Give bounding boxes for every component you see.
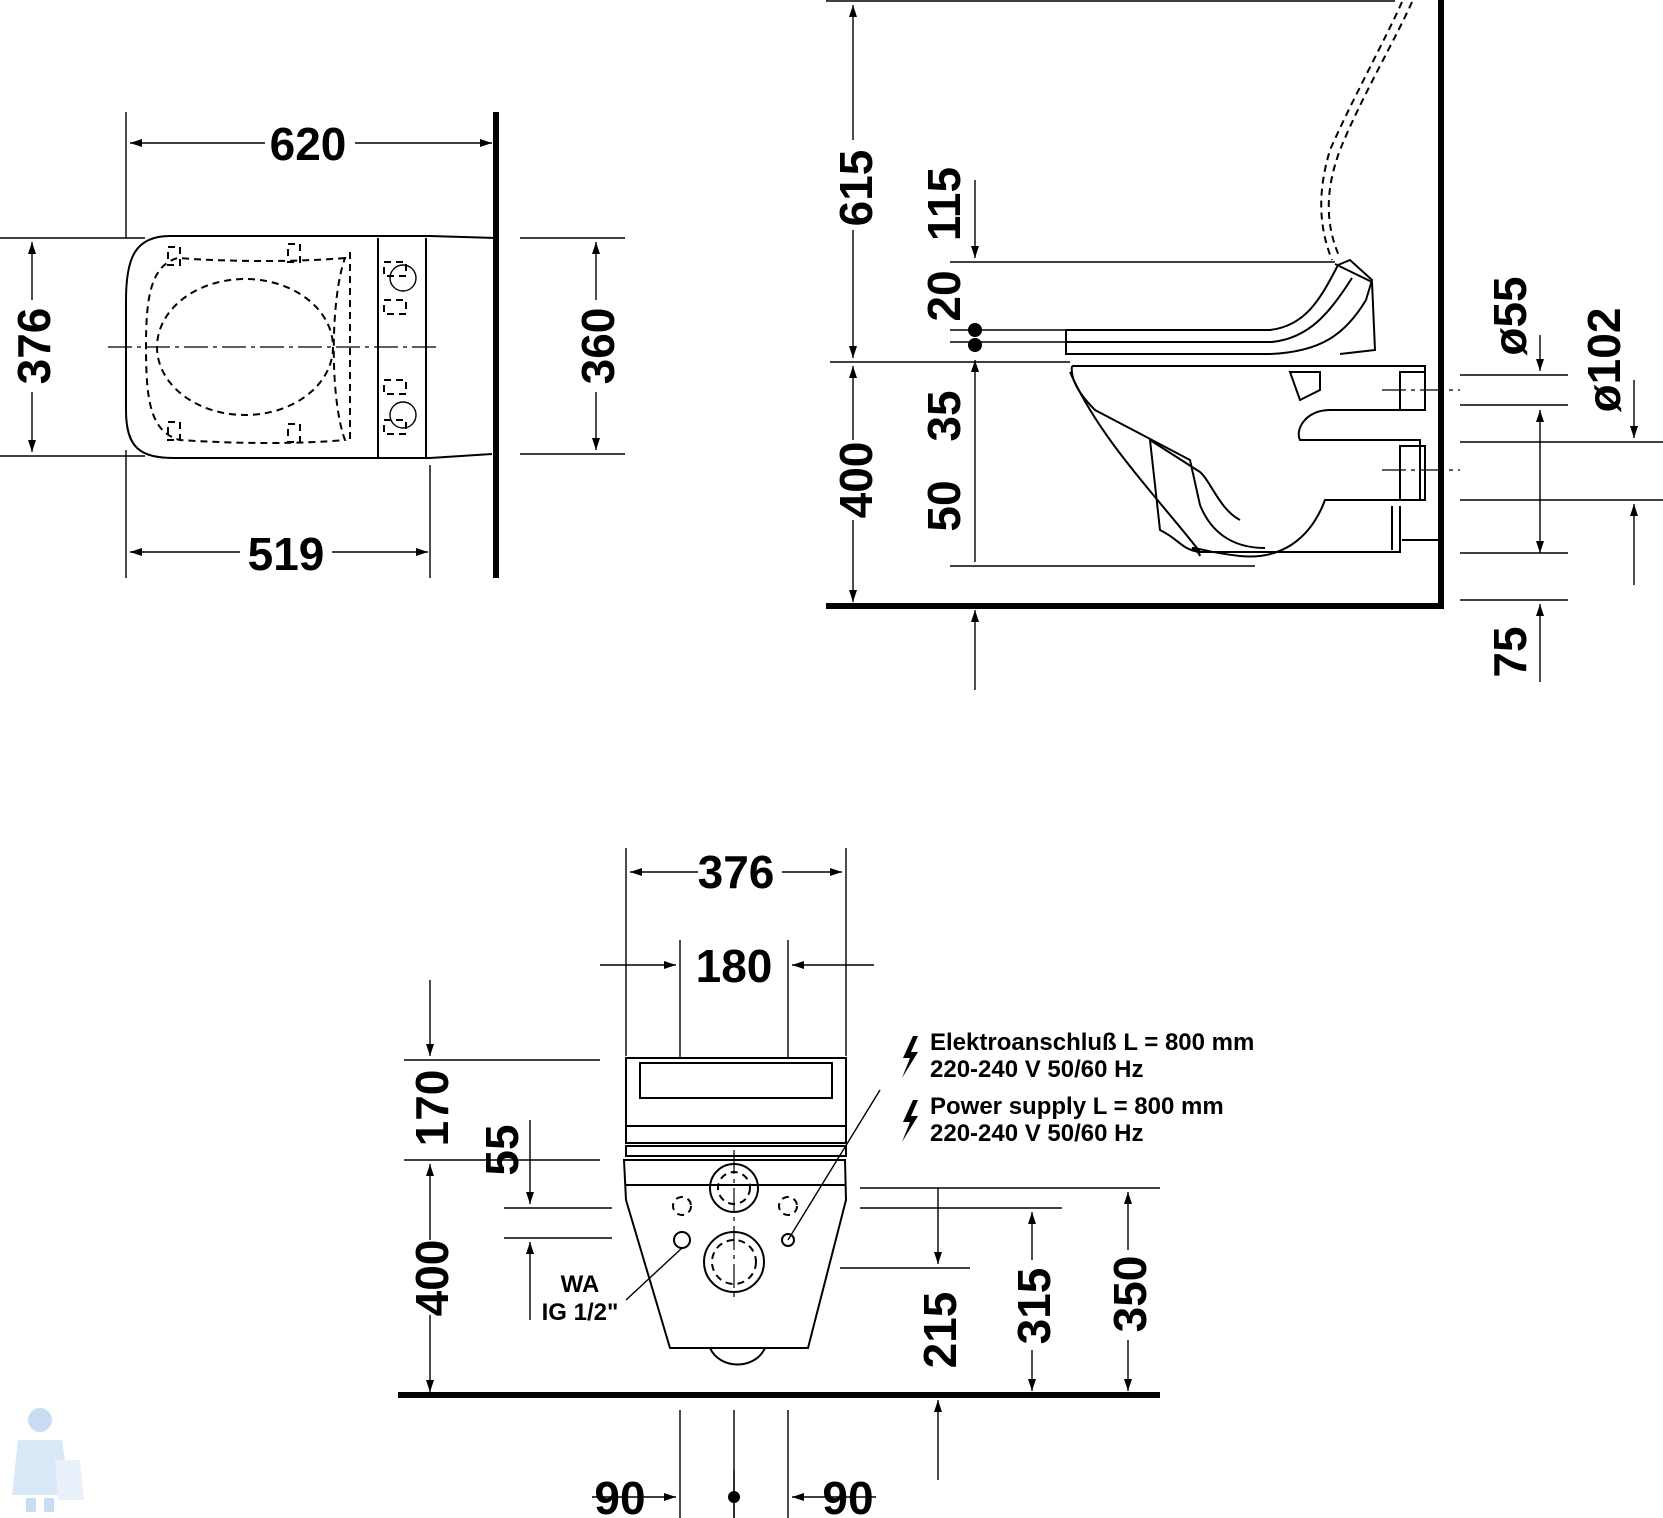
wa-thread-label: IG 1/2" [542,1299,619,1326]
dim-d102: ø102 [1578,308,1630,413]
dim-50: 50 [918,480,970,531]
note-de-line1: Elektroanschluß L = 800 mm [930,1029,1254,1056]
front-view-bowl [622,1159,848,1349]
dim-215: 215 [914,1292,966,1369]
front-view-power-connection [781,1233,795,1247]
note-en-line1: Power supply L = 800 mm [930,1093,1224,1120]
dim-115: 115 [918,167,970,241]
side-view: 615 400 115 20 35 50 ø55 ø102 75 [826,0,1663,690]
dim-180: 180 [696,940,773,992]
dim-315: 315 [1008,1268,1060,1345]
dim-d55: ø55 [1484,276,1536,355]
top-view: 620 519 376 360 [0,112,625,580]
dim-615: 615 [830,150,882,227]
dim-400-side: 400 [830,442,882,519]
front-view: 376 180 170 400 55 215 315 350 90 90 WA … [398,846,1254,1518]
dim-90-left: 90 [594,1472,645,1518]
side-view-seat [1065,258,1374,355]
top-view-seat-hinge-block [377,238,427,458]
dim-350: 350 [1104,1256,1156,1333]
dim-35: 35 [918,390,970,441]
side-view-lid-open [1327,1,1413,259]
dim-519: 519 [248,528,325,580]
note-en-line2: 220-240 V 50/60 Hz [930,1120,1143,1147]
dim-20: 20 [918,270,970,321]
dim-55: 55 [476,1124,528,1175]
dim-376-top: 376 [8,308,60,385]
dim-376-front: 376 [698,846,775,898]
dim-620: 620 [270,118,347,170]
dim-400-front: 400 [406,1240,458,1317]
dim-360: 360 [572,308,624,385]
wa-label: WA [561,1271,600,1298]
top-view-fixing-points [167,243,417,443]
front-view-seat-unit [625,1057,847,1127]
plumber-mascot-logo [12,1408,84,1512]
lightning-bolt-icon [902,1036,918,1142]
top-view-bowl-outline [125,235,497,459]
note-de-line2: 220-240 V 50/60 Hz [930,1056,1143,1083]
dim-170: 170 [406,1070,458,1147]
dim-90-right: 90 [822,1472,873,1518]
dim-75: 75 [1484,626,1536,677]
front-view-water-connection [673,1231,691,1249]
